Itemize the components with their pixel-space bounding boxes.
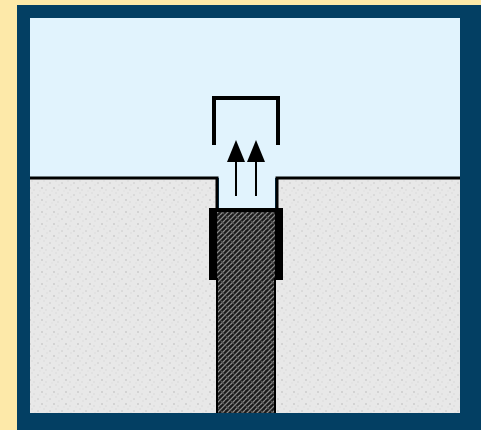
pipe-collar-mesh (217, 212, 275, 280)
arrow-up-icon (227, 140, 265, 196)
ground-surface-line (30, 176, 460, 212)
channel-fluid (219, 176, 275, 212)
bracket-cap-icon (212, 96, 280, 145)
pipe-shaft (217, 278, 275, 413)
